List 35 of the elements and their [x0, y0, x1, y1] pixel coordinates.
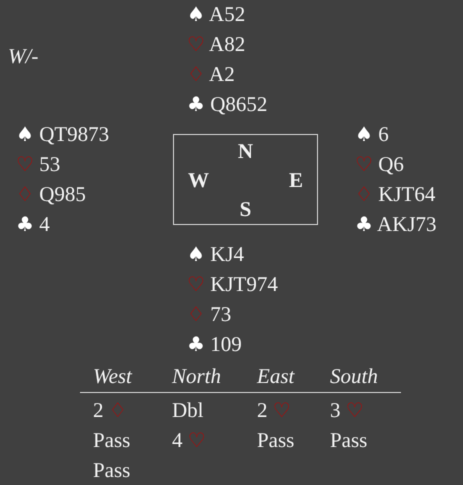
card-holding: ♣ Q8652	[187, 92, 268, 116]
bid: Pass	[330, 428, 368, 452]
card-holding: ♠ QT9873	[16, 122, 110, 146]
card-holding: ♣ AKJ73	[355, 212, 437, 236]
column-header: West	[93, 364, 132, 388]
card-holding: ♢ Q985	[16, 182, 86, 206]
card-holding: ♠ A52	[187, 2, 246, 26]
bid: 2 ♡	[257, 398, 291, 422]
card-holding: ♢ 73	[187, 302, 232, 326]
card-holding: ♠ 6	[355, 122, 389, 146]
bid: Pass	[93, 428, 130, 452]
column-header: North	[172, 364, 222, 388]
card-holding: ♡ A82	[187, 32, 246, 56]
compass-direction: E	[288, 168, 303, 192]
column-header: South	[330, 364, 378, 388]
compass-direction: W	[188, 168, 209, 192]
column-header: East	[257, 364, 294, 388]
bid: Dbl	[172, 398, 204, 422]
compass-direction: N	[238, 139, 254, 163]
card-holding: ♢ KJT64	[355, 182, 436, 206]
card-holding: ♡ 53	[16, 152, 60, 176]
card-holding: ♡ Q6	[355, 152, 404, 176]
bid: 4 ♡	[172, 428, 206, 452]
bid: 3 ♡	[330, 398, 364, 422]
bid: 2 ♢	[93, 398, 127, 422]
compass-box	[173, 134, 318, 225]
card-holding: ♣ 109	[187, 332, 242, 356]
card-holding: ♠ KJ4	[187, 242, 244, 266]
card-holding: ♡ KJT974	[187, 272, 278, 296]
card-holding: ♢ A2	[187, 62, 235, 86]
bid: Pass	[93, 458, 130, 482]
compass-direction: S	[240, 197, 252, 221]
bid: Pass	[257, 428, 294, 452]
card-holding: ♣ 4	[16, 212, 50, 236]
dealer-vulnerability-note: W/-	[8, 44, 38, 68]
